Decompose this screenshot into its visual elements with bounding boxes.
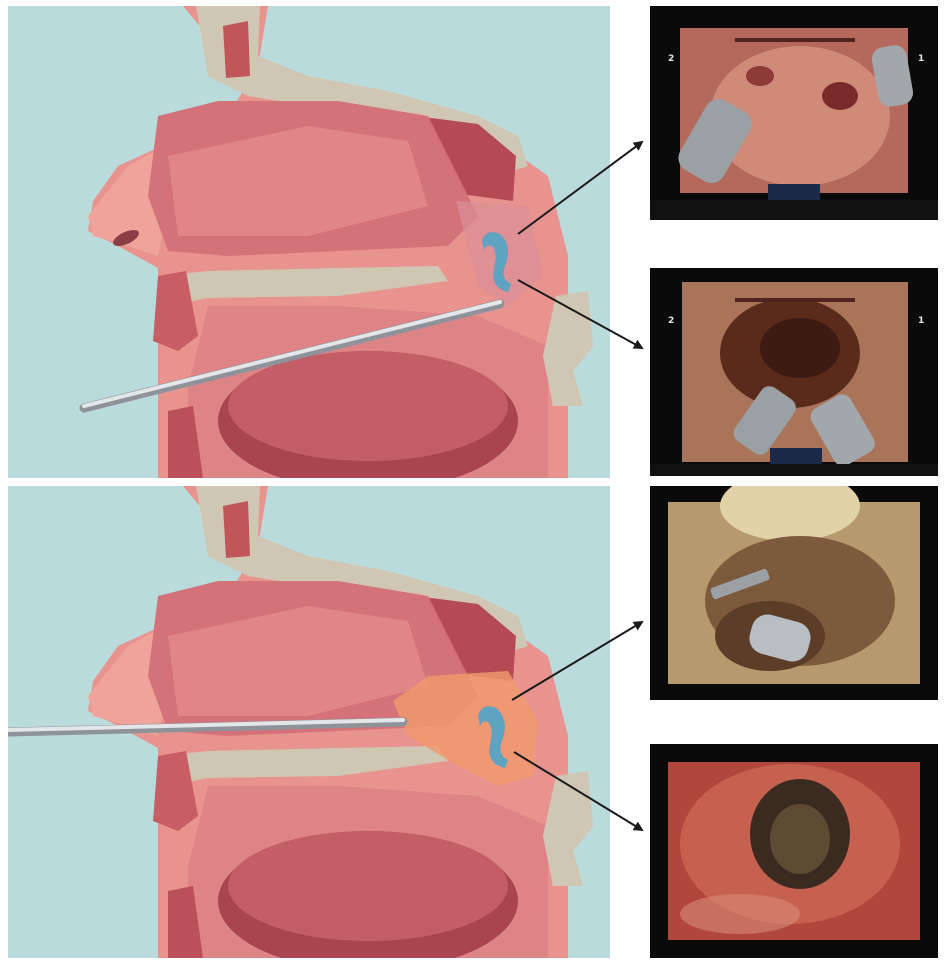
ostium [746, 66, 774, 86]
endoscopic-view-robotic-2: 2 1 [650, 268, 938, 476]
anatomy-panel-transoral [8, 6, 610, 478]
arm-number-right: 1 [918, 316, 924, 326]
endoscopic-image [650, 486, 938, 700]
sagittal-head-illustration-bottom [8, 486, 610, 958]
status-bar [735, 298, 855, 302]
arm-number-left: 2 [668, 54, 674, 64]
endoscopic-view-transnasal-2 [650, 744, 938, 958]
status-bar [735, 38, 855, 42]
ostium [822, 82, 858, 110]
console-indicator [768, 184, 820, 200]
tongue [228, 351, 508, 461]
arm-number-left: 2 [668, 316, 674, 326]
endoscopic-image [650, 6, 938, 220]
lesion-core [770, 804, 830, 874]
frontal-sinus [223, 501, 250, 558]
tissue-fold [680, 894, 800, 934]
tongue [228, 831, 508, 941]
console-indicator [770, 448, 822, 464]
endoscopic-view-transnasal-1 [650, 486, 938, 700]
endoscopic-image [650, 268, 938, 476]
endoscopic-image [650, 744, 938, 958]
hud-bottom-bar [650, 200, 938, 220]
arm-number-right: 1 [918, 54, 924, 64]
frontal-sinus [223, 21, 250, 78]
anatomy-panel-transnasal [8, 486, 610, 958]
lesion-core [760, 318, 840, 378]
sagittal-head-illustration-top [8, 6, 610, 478]
hud-bottom-bar [650, 464, 938, 476]
endoscopic-view-robotic-1: 2 1 [650, 6, 938, 220]
